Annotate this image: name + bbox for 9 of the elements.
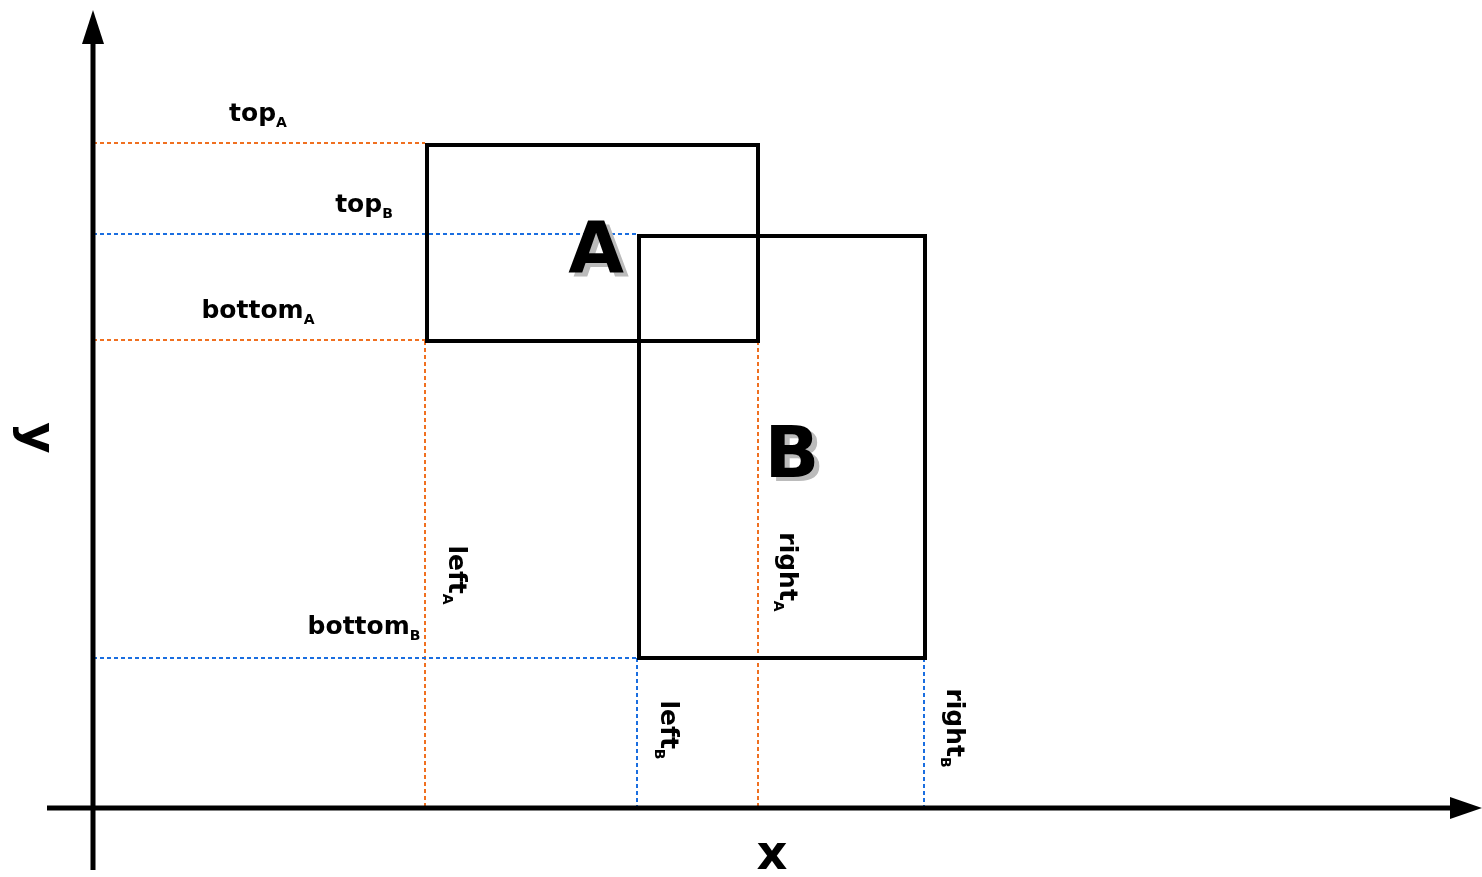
rectangle-letter: B — [764, 416, 820, 488]
axis-label: bottom$_{B}$ — [307, 611, 421, 645]
axis-label: bottom$_{A}$ — [201, 295, 315, 329]
axis-label: top$_{A}$ — [229, 98, 287, 132]
x-axis-label: x — [756, 828, 788, 876]
rectangle — [637, 234, 927, 660]
rectangle — [425, 143, 760, 343]
rectangle-letter: A — [568, 211, 624, 283]
axis-label: top$_{B}$ — [335, 189, 393, 223]
